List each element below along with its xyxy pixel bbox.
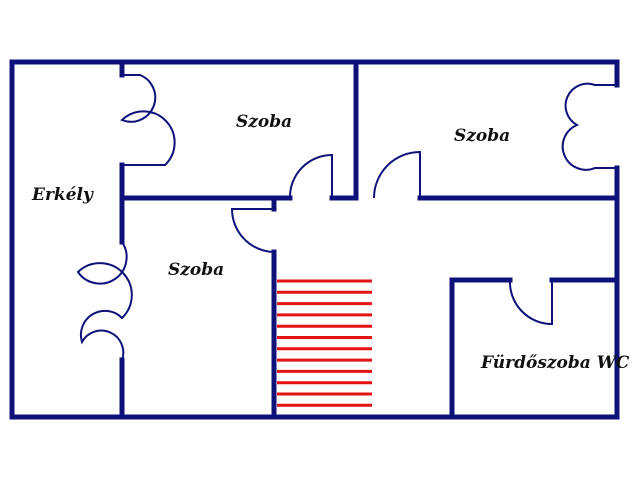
balcony-door-upper (120, 74, 176, 166)
door-bathroom (508, 279, 553, 326)
door-top-left-room (288, 153, 333, 199)
room-label-top-left: Szoba (236, 112, 292, 132)
room-label-top-right: Szoba (454, 126, 510, 146)
staircase (277, 279, 372, 407)
door-middle-room (230, 208, 275, 253)
door-top-right-exterior (561, 82, 617, 171)
doors (76, 74, 617, 361)
balcony-door-lower (76, 241, 133, 361)
room-label-balcony: Erkély (31, 185, 94, 205)
room-label-bathroom: Fürdőszoba WC (480, 353, 630, 373)
room-label-middle: Szoba (168, 260, 224, 280)
interior-walls (119, 59, 620, 420)
door-top-right-room (373, 150, 421, 199)
outer-walls (9, 59, 620, 420)
